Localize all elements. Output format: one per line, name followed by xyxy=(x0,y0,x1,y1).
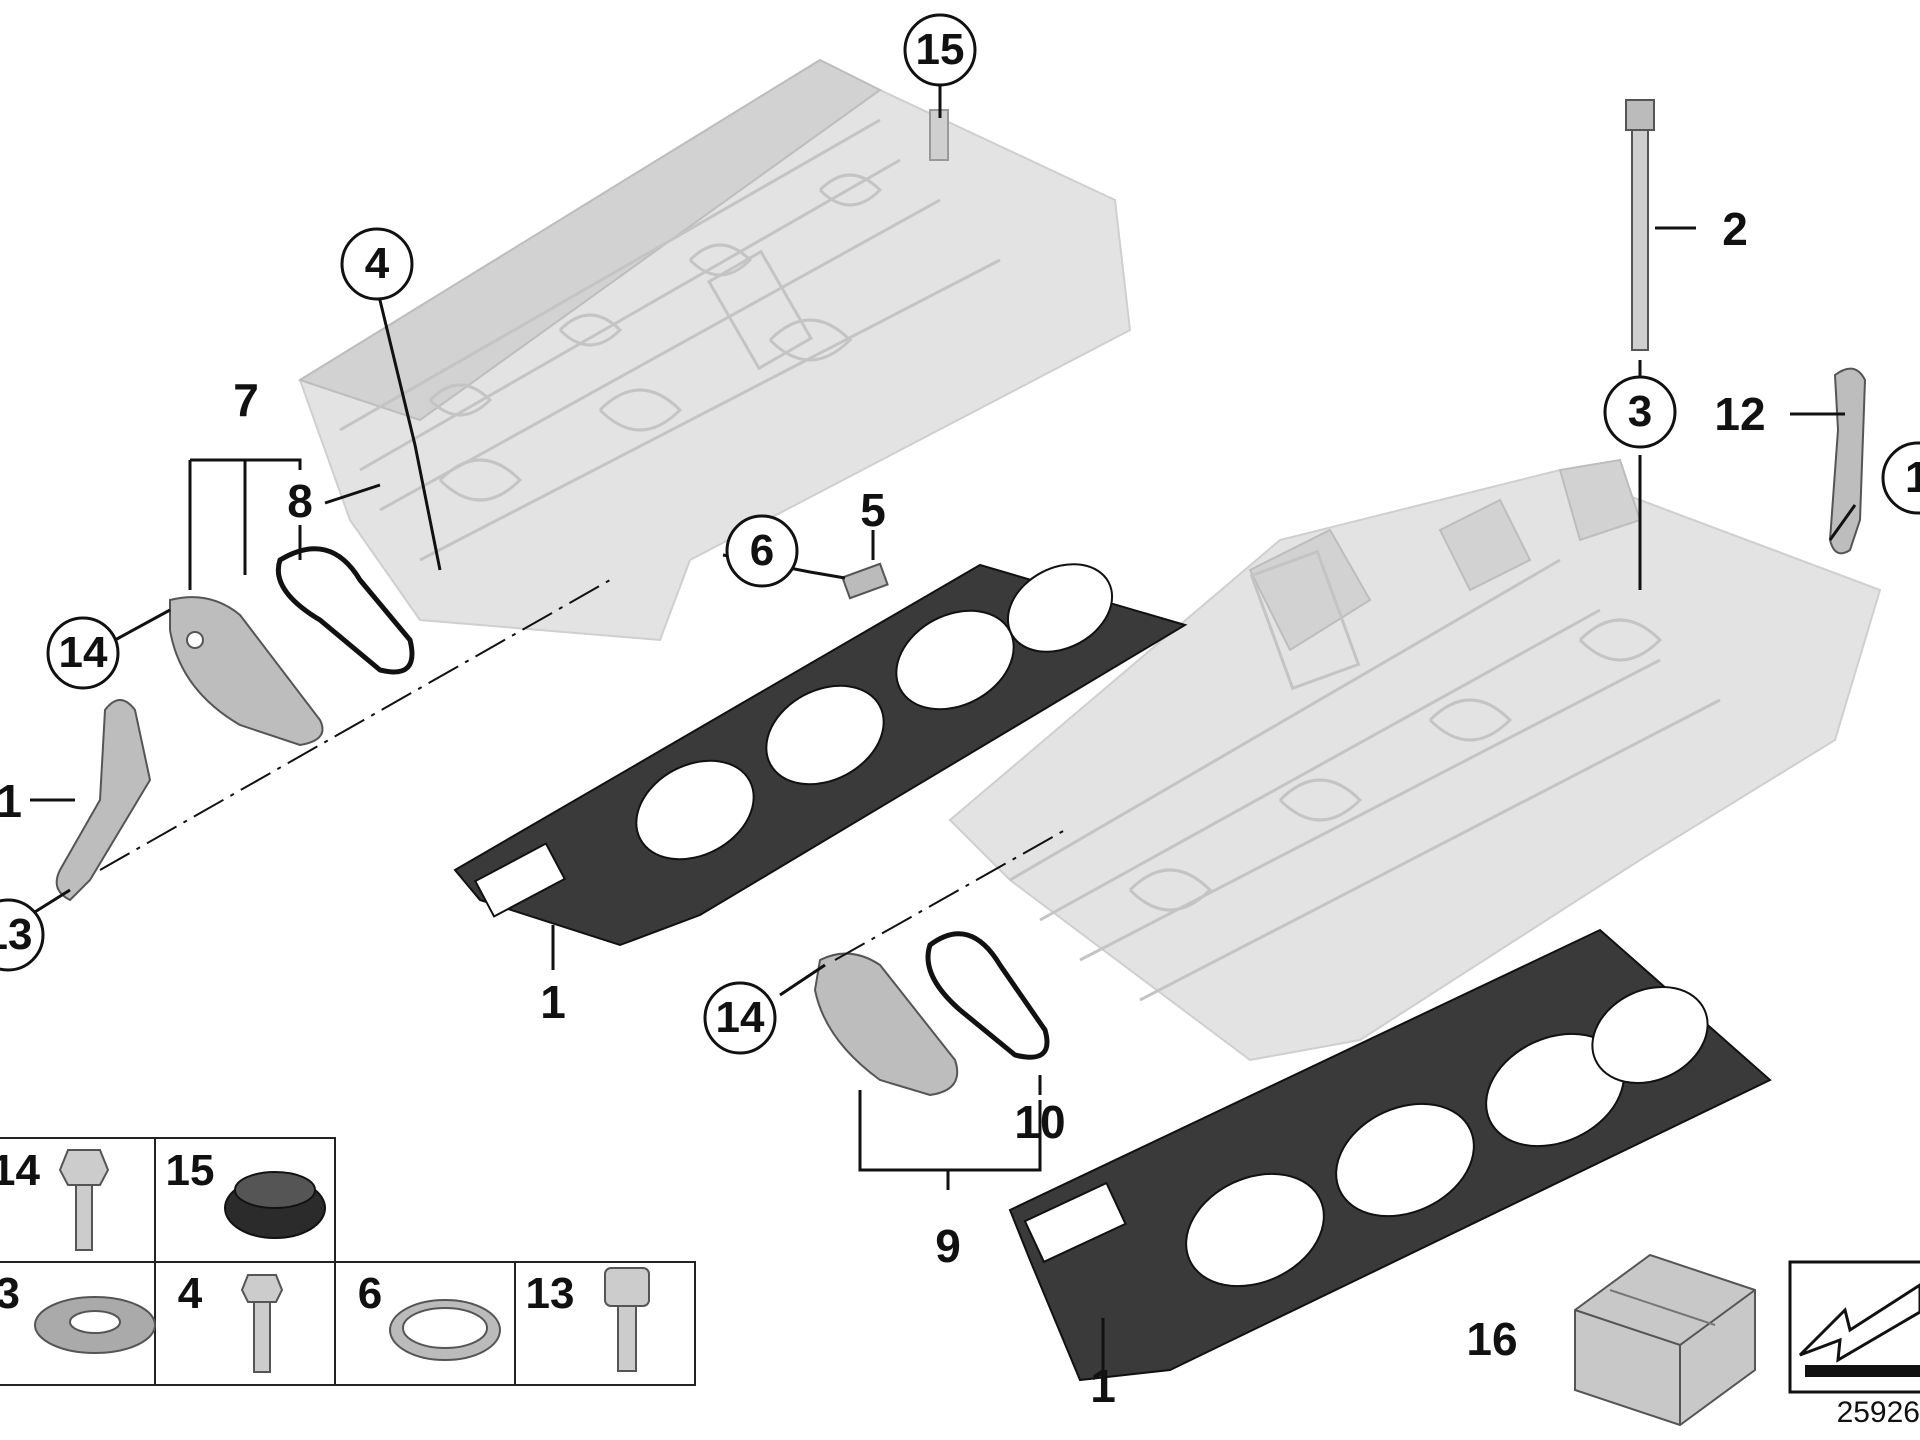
svg-text:4: 4 xyxy=(365,239,390,288)
callout-7[interactable]: 7 xyxy=(233,374,259,426)
callout-14-left[interactable]: 14 xyxy=(46,616,120,690)
callout-8[interactable]: 8 xyxy=(287,475,313,527)
svg-text:4: 4 xyxy=(178,1269,203,1318)
cylinder-head-right[interactable] xyxy=(948,458,1882,1062)
parts-grid: 14 15 13 4 6 13 xyxy=(0,1137,696,1386)
reference-number: 25926 xyxy=(1837,1396,1920,1429)
center-line-left xyxy=(99,579,611,871)
callout-2[interactable]: 2 xyxy=(1722,203,1748,255)
callout-4[interactable]: 4 xyxy=(340,227,414,301)
callout-6[interactable]: 6 xyxy=(725,514,799,588)
cover-plate-left[interactable] xyxy=(169,596,324,747)
grid-cell-4[interactable]: 4 xyxy=(178,1269,284,1373)
hex-bolt-icon xyxy=(58,1149,110,1186)
callout-1-lower[interactable]: 1 xyxy=(1090,1360,1116,1412)
callout-10[interactable]: 10 xyxy=(1014,1096,1065,1148)
callout-1-upper[interactable]: 1 xyxy=(540,976,566,1028)
temperature-sensor[interactable] xyxy=(841,562,889,600)
flange-bolt-icon xyxy=(240,1274,284,1303)
svg-text:1: 1 xyxy=(540,976,566,1028)
seal-ring-left[interactable] xyxy=(275,546,415,675)
svg-text:1: 1 xyxy=(1090,1360,1116,1412)
svg-text:15: 15 xyxy=(916,25,965,74)
svg-text:14: 14 xyxy=(0,1146,41,1195)
navigation-arrow-icon[interactable] xyxy=(1788,1260,1920,1394)
socket-screw-icon xyxy=(604,1267,650,1307)
callout-12[interactable]: 12 xyxy=(1714,388,1765,440)
svg-text:6: 6 xyxy=(750,526,774,575)
svg-text:11: 11 xyxy=(0,775,22,827)
svg-text:9: 9 xyxy=(935,1220,961,1272)
svg-text:14: 14 xyxy=(716,993,765,1042)
svg-text:13: 13 xyxy=(0,910,32,959)
svg-text:11: 11 xyxy=(1905,453,1920,502)
lifting-bracket-left[interactable] xyxy=(55,699,152,902)
callout-16[interactable]: 16 xyxy=(1466,1313,1517,1365)
grid-cell-6[interactable]: 6 xyxy=(358,1269,501,1361)
callout-11-left[interactable]: 11 xyxy=(0,775,22,827)
svg-text:14: 14 xyxy=(59,628,108,677)
bolt-shank-icon xyxy=(75,1184,93,1251)
cover-plate-right[interactable] xyxy=(813,952,959,1097)
callout-15[interactable]: 15 xyxy=(903,13,977,87)
svg-text:3: 3 xyxy=(1628,387,1652,436)
svg-text:10: 10 xyxy=(1014,1096,1065,1148)
callout-13-left[interactable]: 13 xyxy=(0,898,45,972)
center-line-right xyxy=(834,829,1066,961)
svg-text:2: 2 xyxy=(1722,203,1748,255)
svg-text:16: 16 xyxy=(1466,1313,1517,1365)
svg-text:6: 6 xyxy=(358,1269,382,1318)
svg-text:13: 13 xyxy=(526,1269,575,1318)
callout-11-right[interactable]: 11 xyxy=(1881,441,1920,515)
callout-5[interactable]: 5 xyxy=(860,484,886,536)
seal-ring-right[interactable] xyxy=(925,931,1050,1060)
repair-kit-box[interactable] xyxy=(1574,1253,1756,1427)
callout-9[interactable]: 9 xyxy=(935,1220,961,1272)
grid-cell-15[interactable]: 15 xyxy=(166,1146,326,1239)
svg-text:12: 12 xyxy=(1714,388,1765,440)
grid-cell-13[interactable]: 13 xyxy=(0,1269,156,1354)
head-gasket-lower[interactable] xyxy=(1008,928,1772,1382)
cylinder-head-bolt[interactable] xyxy=(1625,99,1655,351)
leader-lines xyxy=(29,78,1857,1370)
callout-14-right[interactable]: 14 xyxy=(703,981,777,1055)
cylinder-head-left[interactable] xyxy=(297,58,1132,642)
svg-text:5: 5 xyxy=(860,484,886,536)
svg-text:7: 7 xyxy=(233,374,259,426)
svg-text:8: 8 xyxy=(287,475,313,527)
svg-text:15: 15 xyxy=(166,1146,215,1195)
svg-text:13: 13 xyxy=(0,1269,20,1318)
head-gasket-upper[interactable] xyxy=(453,547,1188,947)
lifting-bracket-right[interactable] xyxy=(1828,367,1867,555)
grid-cell-14[interactable]: 14 xyxy=(0,1146,110,1251)
callout-3[interactable]: 3 xyxy=(1603,375,1677,449)
grid-cell-13-socket[interactable]: 13 xyxy=(526,1267,650,1372)
